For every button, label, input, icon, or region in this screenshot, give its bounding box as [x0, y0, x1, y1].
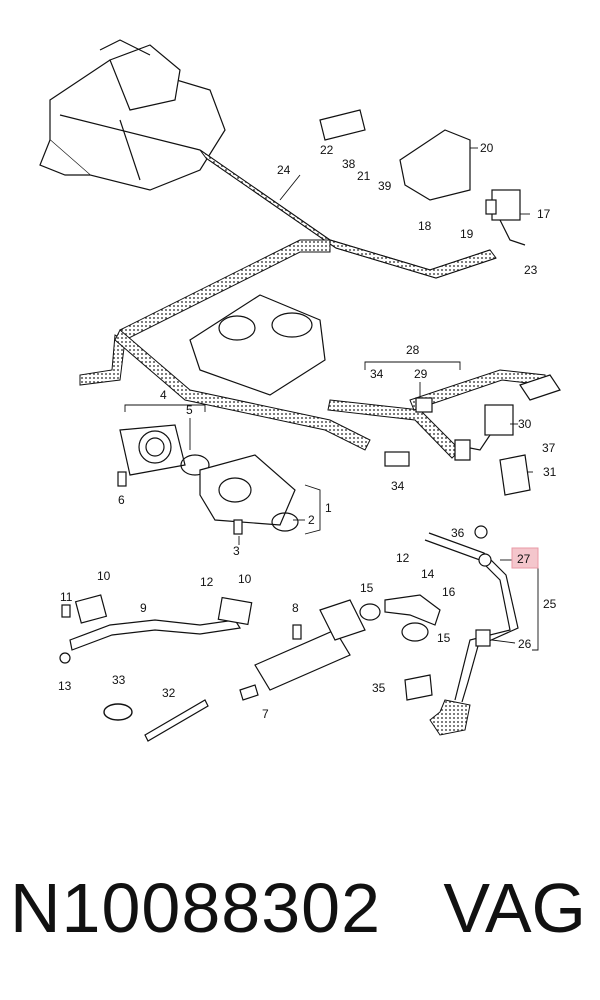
connector-28	[519, 374, 561, 401]
bolt-3	[233, 519, 243, 535]
callout-labels: 1 2 3 4 5 6 7 8 9 10 10 11 12 12 13 14 1…	[58, 141, 557, 721]
callout-27-highlight	[511, 547, 539, 569]
cable-tie-32	[144, 699, 209, 742]
callout-35: 35	[372, 681, 386, 695]
callout-7: 7	[262, 707, 269, 721]
callout-13: 13	[58, 679, 72, 693]
brand-name: VAG	[443, 869, 586, 947]
vacuum-hose-24-fill	[79, 149, 546, 459]
callout-38: 38	[342, 157, 356, 171]
hose-clamp-33	[103, 703, 133, 721]
callout-10a: 10	[97, 569, 111, 583]
egr-pipe-9	[69, 594, 253, 651]
callout-29: 29	[414, 367, 428, 381]
egr-cooler-7	[239, 599, 366, 701]
callout-34b: 34	[391, 479, 405, 493]
gasket-5	[180, 454, 210, 476]
pressure-converter-30	[454, 404, 514, 461]
bolt-11	[61, 604, 71, 618]
callout-28: 28	[406, 343, 420, 357]
callout-32: 32	[162, 686, 176, 700]
callout-37: 37	[542, 441, 556, 455]
callout-31: 31	[543, 465, 557, 479]
callout-15a: 15	[360, 581, 374, 595]
callout-3: 3	[233, 544, 240, 558]
engine-cover	[189, 294, 326, 396]
connector-34	[384, 451, 410, 467]
callout-8: 8	[292, 601, 299, 615]
callout-27: 27	[517, 552, 531, 566]
callout-17: 17	[537, 207, 551, 221]
clip-35	[404, 674, 433, 701]
callout-20: 20	[480, 141, 494, 155]
air-filter-housing	[39, 39, 226, 191]
callout-18: 18	[418, 219, 432, 233]
egr-housing-1	[199, 454, 296, 526]
callout-23: 23	[524, 263, 538, 277]
callout-16: 16	[442, 585, 456, 599]
callout-10b: 10	[238, 572, 252, 586]
callout-24: 24	[277, 163, 291, 177]
egr-valve-4	[119, 424, 186, 476]
bolt-8	[292, 624, 302, 640]
callout-34a: 34	[370, 367, 384, 381]
callout-39: 39	[378, 179, 392, 193]
gasket-2	[271, 512, 299, 532]
callout-12b: 12	[396, 551, 410, 565]
callout-5: 5	[186, 403, 193, 417]
callout-15b: 15	[437, 631, 451, 645]
callout-12a: 12	[200, 575, 214, 589]
solenoid-valve-17	[485, 189, 526, 246]
callout-30: 30	[518, 417, 532, 431]
callout-21: 21	[357, 169, 371, 183]
callout-1: 1	[325, 501, 332, 515]
callout-33: 33	[112, 673, 126, 687]
clamp-26	[475, 629, 491, 647]
part-number: N10088302	[10, 869, 381, 947]
bolt-6	[117, 471, 127, 487]
hose-clip-27	[478, 553, 492, 567]
coolant-hose-25-fill	[429, 699, 471, 736]
callout-22: 22	[320, 143, 334, 157]
nut-36	[474, 525, 488, 539]
bracket-22	[319, 109, 366, 141]
callout-6: 6	[118, 493, 125, 507]
coolant-hose-25	[424, 532, 519, 703]
callout-26: 26	[518, 637, 532, 651]
callout-19: 19	[460, 227, 474, 241]
callout-2: 2	[308, 513, 315, 527]
parts-diagram: 1 2 3 4 5 6 7 8 9 10 10 11 12 12 13 14 1…	[39, 39, 561, 742]
callout-25: 25	[543, 597, 557, 611]
bracket-20	[399, 129, 471, 201]
callout-14: 14	[421, 567, 435, 581]
bracket-31	[499, 454, 531, 496]
callout-36: 36	[451, 526, 465, 540]
nut-13	[59, 652, 71, 664]
valve-29	[415, 397, 433, 413]
callout-4: 4	[160, 388, 167, 402]
callout-11: 11	[60, 590, 73, 604]
pipe-14	[359, 594, 441, 642]
callout-9: 9	[140, 601, 147, 615]
